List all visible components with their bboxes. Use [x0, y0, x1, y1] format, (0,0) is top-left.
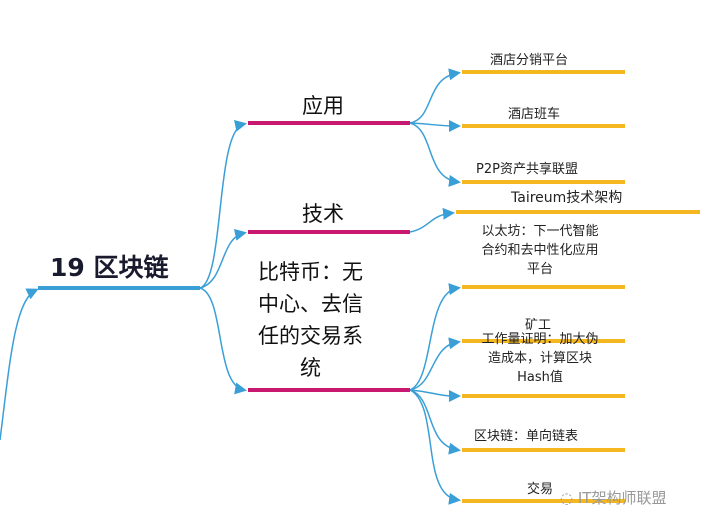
branch-line: 中心、去信 [258, 292, 363, 316]
leaf-node[interactable]: P2P资产共享联盟 [476, 162, 578, 177]
leaf-node[interactable]: 工作量证明：加大伪 造成本，计算区块 Hash值 [465, 330, 615, 387]
connector-btc [199, 287, 247, 395]
branch-bitcoin[interactable]: 比特币：无 中心、去信 任的交易系 统 [258, 256, 363, 384]
watermark-text: IT架构师联盟 [577, 489, 667, 507]
leaf-node[interactable]: 交易 [527, 482, 554, 497]
leaf-node[interactable]: 区块链：单向链表 [474, 429, 579, 444]
root-node[interactable]: 19 区块链 [50, 253, 169, 282]
leaf-node[interactable]: 矿工 [525, 318, 552, 333]
leaf-node[interactable]: 酒店分销平台 [490, 53, 569, 68]
branch-line: 统 [300, 356, 321, 380]
connector-tech [199, 228, 247, 289]
watermark: ◌ IT架构师联盟 [560, 487, 666, 508]
leaf-line: 以太坊：下一代智能 [481, 224, 599, 239]
branch-tech[interactable]: 技术 [302, 202, 344, 226]
leaf-line: 平台 [526, 262, 553, 277]
branch-line: 比特币：无 [258, 260, 363, 284]
leaf-node[interactable]: 酒店班车 [508, 107, 561, 122]
leaf-node[interactable]: 以太坊：下一代智能 合约和去中性化应用 平台 [465, 222, 615, 279]
connector-root [0, 288, 39, 441]
leaf-node[interactable]: Taireum技术架构 [511, 190, 623, 206]
wechat-icon: ◌ [560, 489, 578, 507]
leaf-line: 工作量证明：加大伪 [481, 332, 599, 347]
leaf-line: 造成本，计算区块 [487, 351, 592, 366]
branch-app[interactable]: 应用 [302, 94, 344, 118]
leaf-line: 合约和去中性化应用 [481, 243, 599, 258]
leaf-line: Hash值 [517, 370, 563, 385]
branch-line: 任的交易系 [258, 324, 363, 348]
connector-app [199, 119, 247, 289]
